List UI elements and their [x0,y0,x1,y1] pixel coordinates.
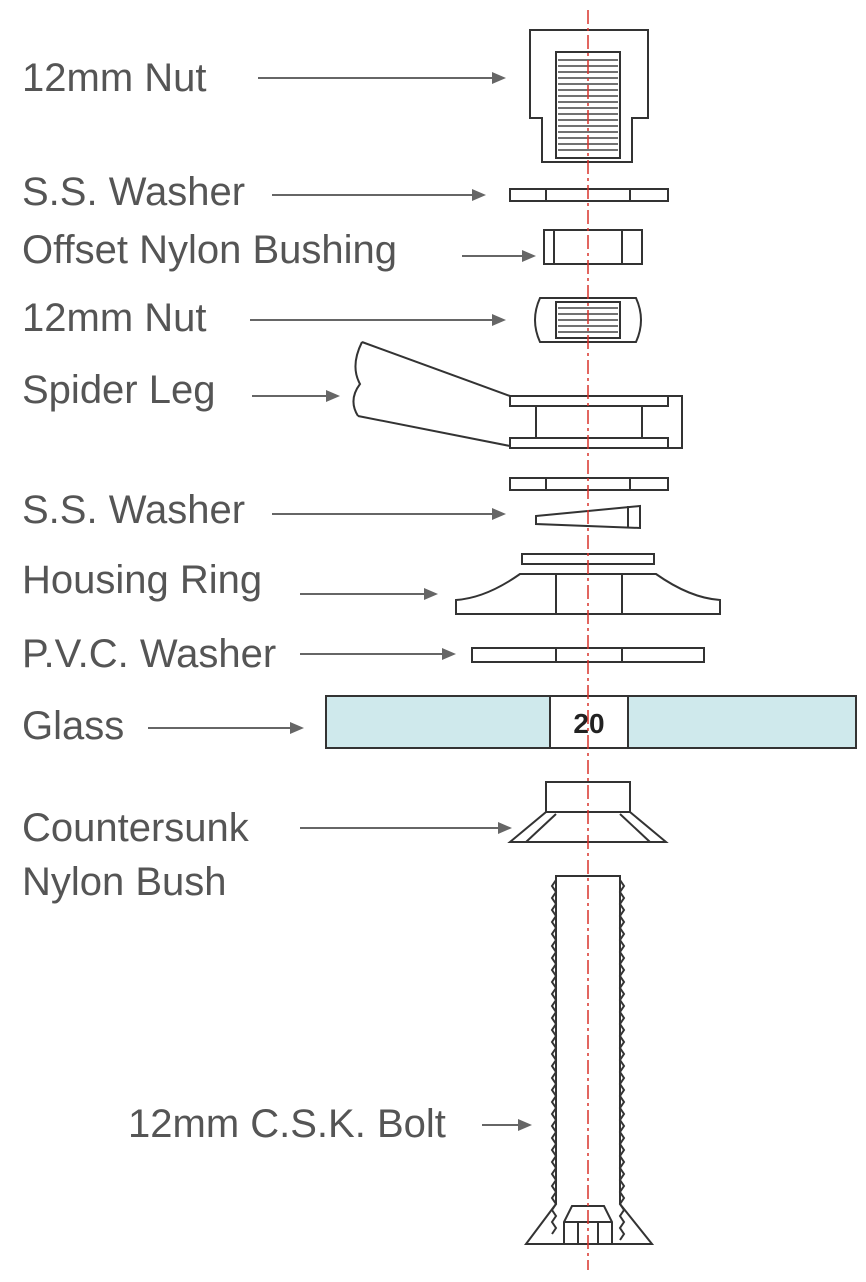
csk-bolt-part [524,875,655,1245]
label-countersunk-line1: Countersunk [22,806,249,850]
label-ss-washer-mid: S.S. Washer [22,488,246,532]
label-spider-leg: Spider Leg [22,368,216,412]
spider-leg-part [352,341,683,449]
glass-thickness-label: 20 [573,708,604,739]
label-csk-bolt: 12mm C.S.K. Bolt [128,1102,446,1146]
nut-mid-part [534,297,642,343]
label-countersunk-line2: Nylon Bush [22,860,227,904]
leader-arrows [148,72,536,1131]
label-glass: Glass [22,704,125,748]
ss-washer-mid-part [509,477,669,530]
offset-nylon-bushing-part [543,229,643,265]
glass-panel: 20 [325,695,857,749]
label-ss-washer-top: S.S. Washer [22,170,246,214]
label-housing-ring: Housing Ring [22,558,263,602]
ss-washer-top-part [509,188,669,202]
label-pvc-washer: P.V.C. Washer [22,632,277,676]
label-offset-nylon-bushing: Offset Nylon Bushing [22,228,398,272]
nut-top-part [529,29,649,163]
label-12mm-nut-mid: 12mm Nut [22,296,207,340]
glass-hole [549,695,629,749]
label-12mm-nut-top: 12mm Nut [22,56,207,100]
